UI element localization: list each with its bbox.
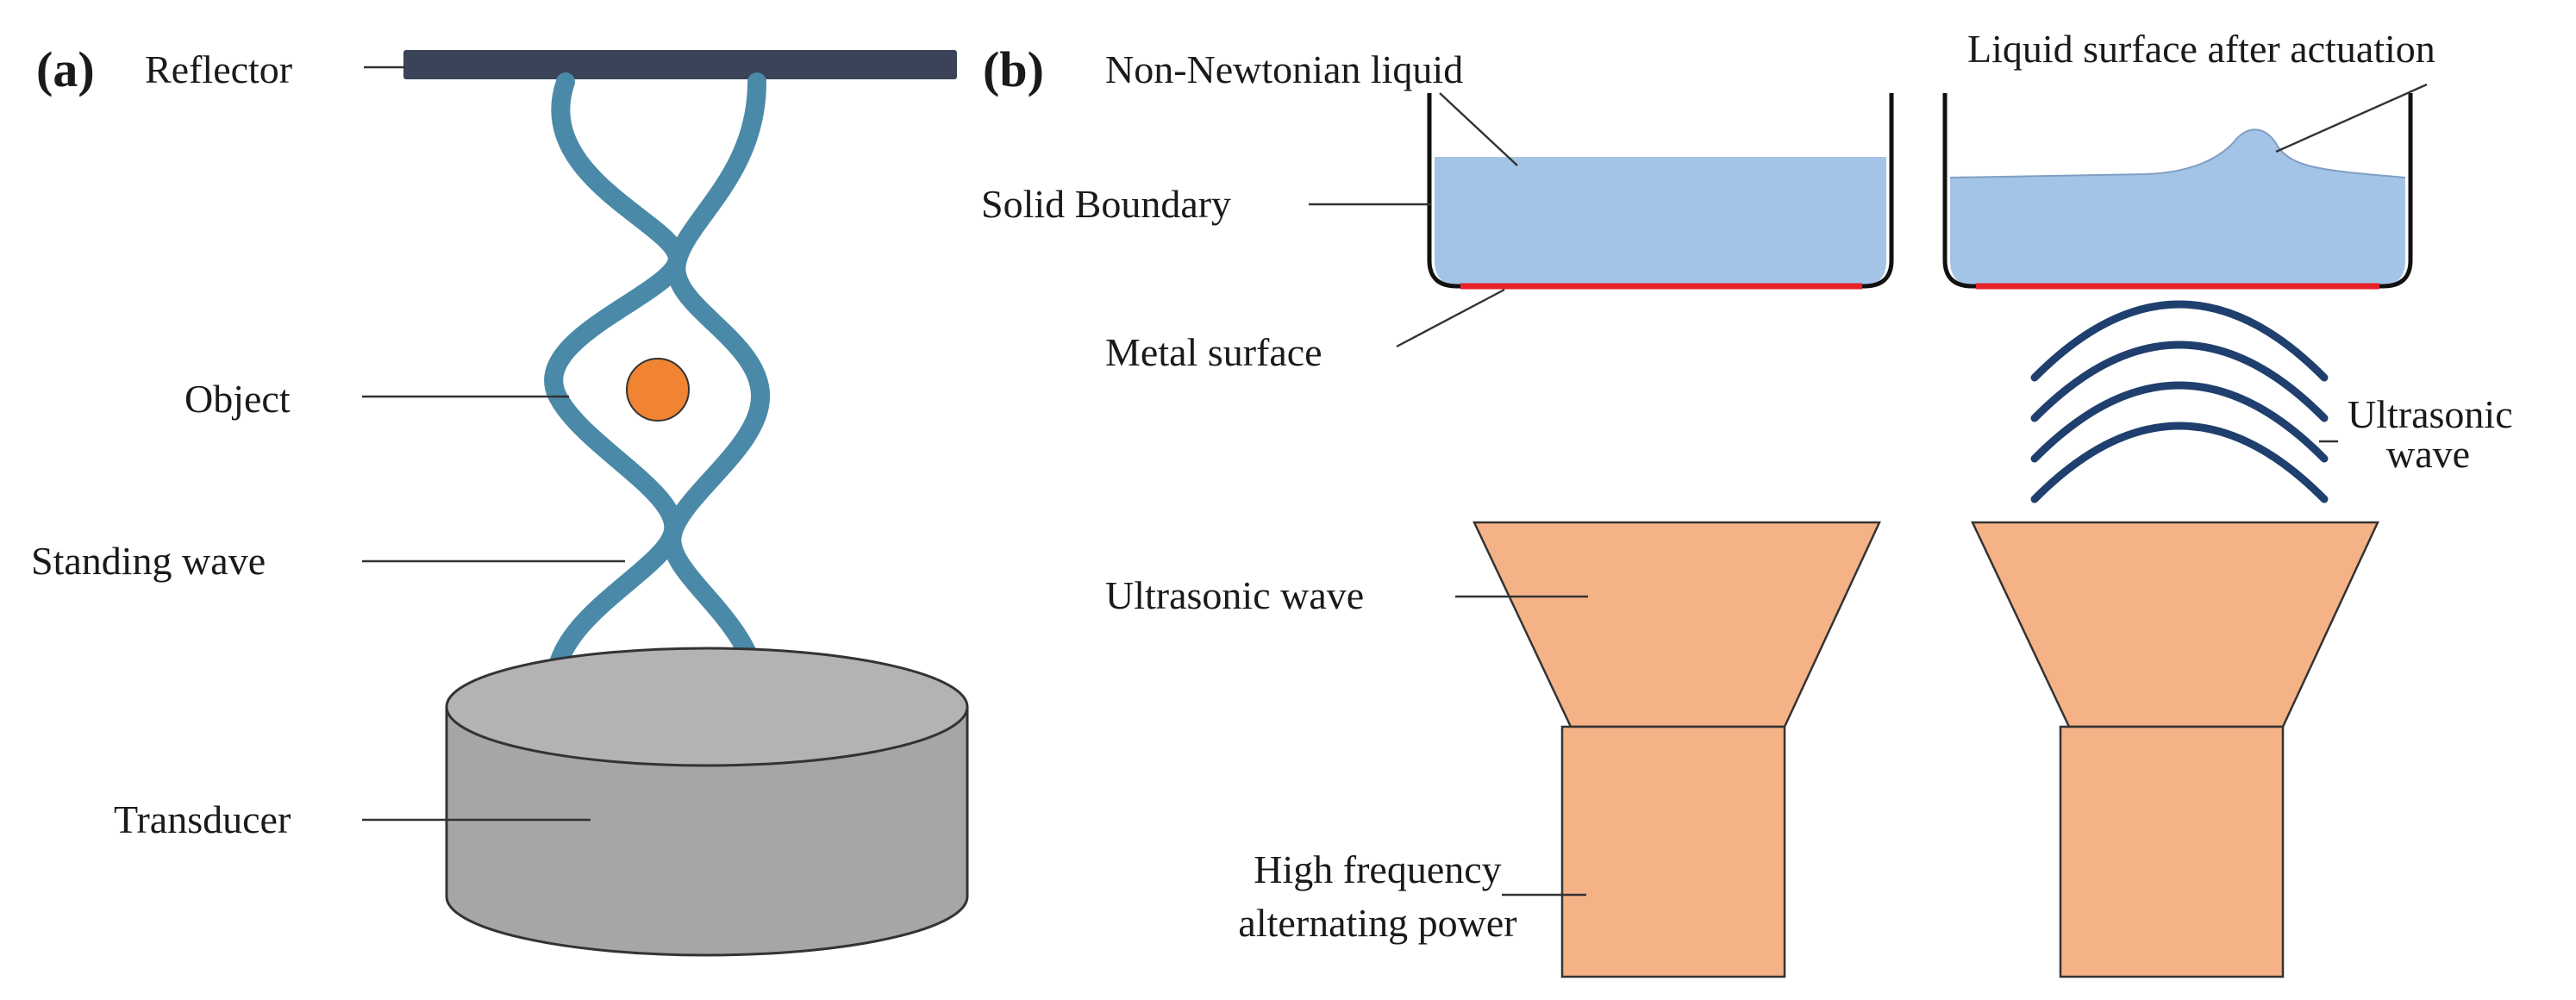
label-metal-surface: Metal surface bbox=[1105, 330, 1322, 374]
label-power-line1: High frequency bbox=[1254, 847, 1501, 891]
ultrasonic-arc-1 bbox=[2030, 300, 2329, 382]
panel-label-b: (b) bbox=[983, 41, 1044, 97]
levitated-object bbox=[626, 358, 690, 422]
ultrasonic-arc-3 bbox=[2030, 381, 2329, 463]
ultrasonic-arc-2 bbox=[2030, 341, 2329, 422]
ultrasonic-arc-4 bbox=[2030, 422, 2329, 503]
standing-wave-strand-right bbox=[662, 72, 770, 699]
label-solid-boundary: Solid Boundary bbox=[981, 182, 1231, 226]
label-object: Object bbox=[184, 377, 291, 421]
horn-left bbox=[1472, 521, 1881, 728]
liquid-right bbox=[1950, 129, 2405, 286]
label-ultrasonic-line1: Ultrasonic bbox=[2348, 392, 2513, 436]
liquid-surface-right bbox=[1949, 128, 2406, 178]
label-ultrasonic-line2: wave bbox=[2386, 432, 2470, 476]
label-transducer: Transducer bbox=[114, 797, 291, 841]
label-liquid-surface-after-actuation: Liquid surface after actuation bbox=[1967, 27, 2435, 71]
label-ultrasonic-wave-horn: Ultrasonic wave bbox=[1105, 573, 1364, 617]
transducer-block-right bbox=[2059, 725, 2285, 978]
leader-non-newtonian-liquid bbox=[1439, 92, 1518, 166]
transducer-top bbox=[445, 647, 969, 767]
horn-right bbox=[1971, 521, 2379, 728]
liquid-left bbox=[1435, 157, 1886, 286]
label-power-line2: alternating power bbox=[1238, 901, 1516, 945]
label-non-newtonian-liquid: Non-Newtonian liquid bbox=[1105, 47, 1463, 91]
reflector-plate bbox=[403, 50, 957, 79]
leader-metal-surface bbox=[1396, 288, 1505, 348]
transducer-block-left bbox=[1560, 725, 1786, 978]
transducer-body bbox=[445, 705, 969, 957]
label-standing-wave: Standing wave bbox=[31, 539, 266, 583]
standing-wave-strand-left bbox=[544, 72, 687, 699]
panel-label-a: (a) bbox=[36, 41, 95, 97]
leader-liquid-surface bbox=[2275, 83, 2428, 153]
ultrasonic-wave-arcs bbox=[2030, 300, 2329, 503]
label-reflector: Reflector bbox=[145, 47, 292, 91]
